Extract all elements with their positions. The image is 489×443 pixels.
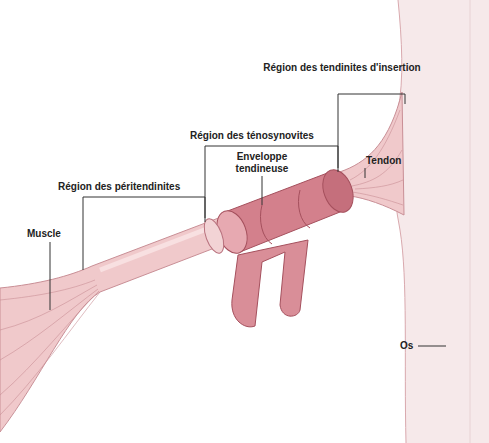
part-label: Os (400, 340, 430, 352)
leader-bone (418, 346, 446, 347)
bone-edge (470, 0, 471, 443)
bracket-tenosynovites (205, 146, 338, 222)
sheath-rings (260, 190, 310, 244)
muscle-tendon-shape (0, 92, 404, 432)
sheath-right-end (317, 166, 358, 217)
leader-tendon (365, 168, 366, 178)
inner-sheath-end (200, 216, 227, 255)
leader-muscle (50, 242, 51, 310)
region-label: Région des tendinites d'insertion (262, 62, 422, 74)
part-label: Tendon (366, 155, 416, 167)
region-label: Région des péritendinites (58, 181, 208, 193)
region-label: Région des ténosynovites (190, 130, 340, 142)
part-label: Muscle (27, 228, 87, 240)
leader-sheath (262, 176, 263, 205)
part-label: Enveloppe tendineuse (222, 151, 302, 175)
sheath-mesotendon (232, 240, 308, 327)
bracket-peritendinites (83, 197, 205, 270)
